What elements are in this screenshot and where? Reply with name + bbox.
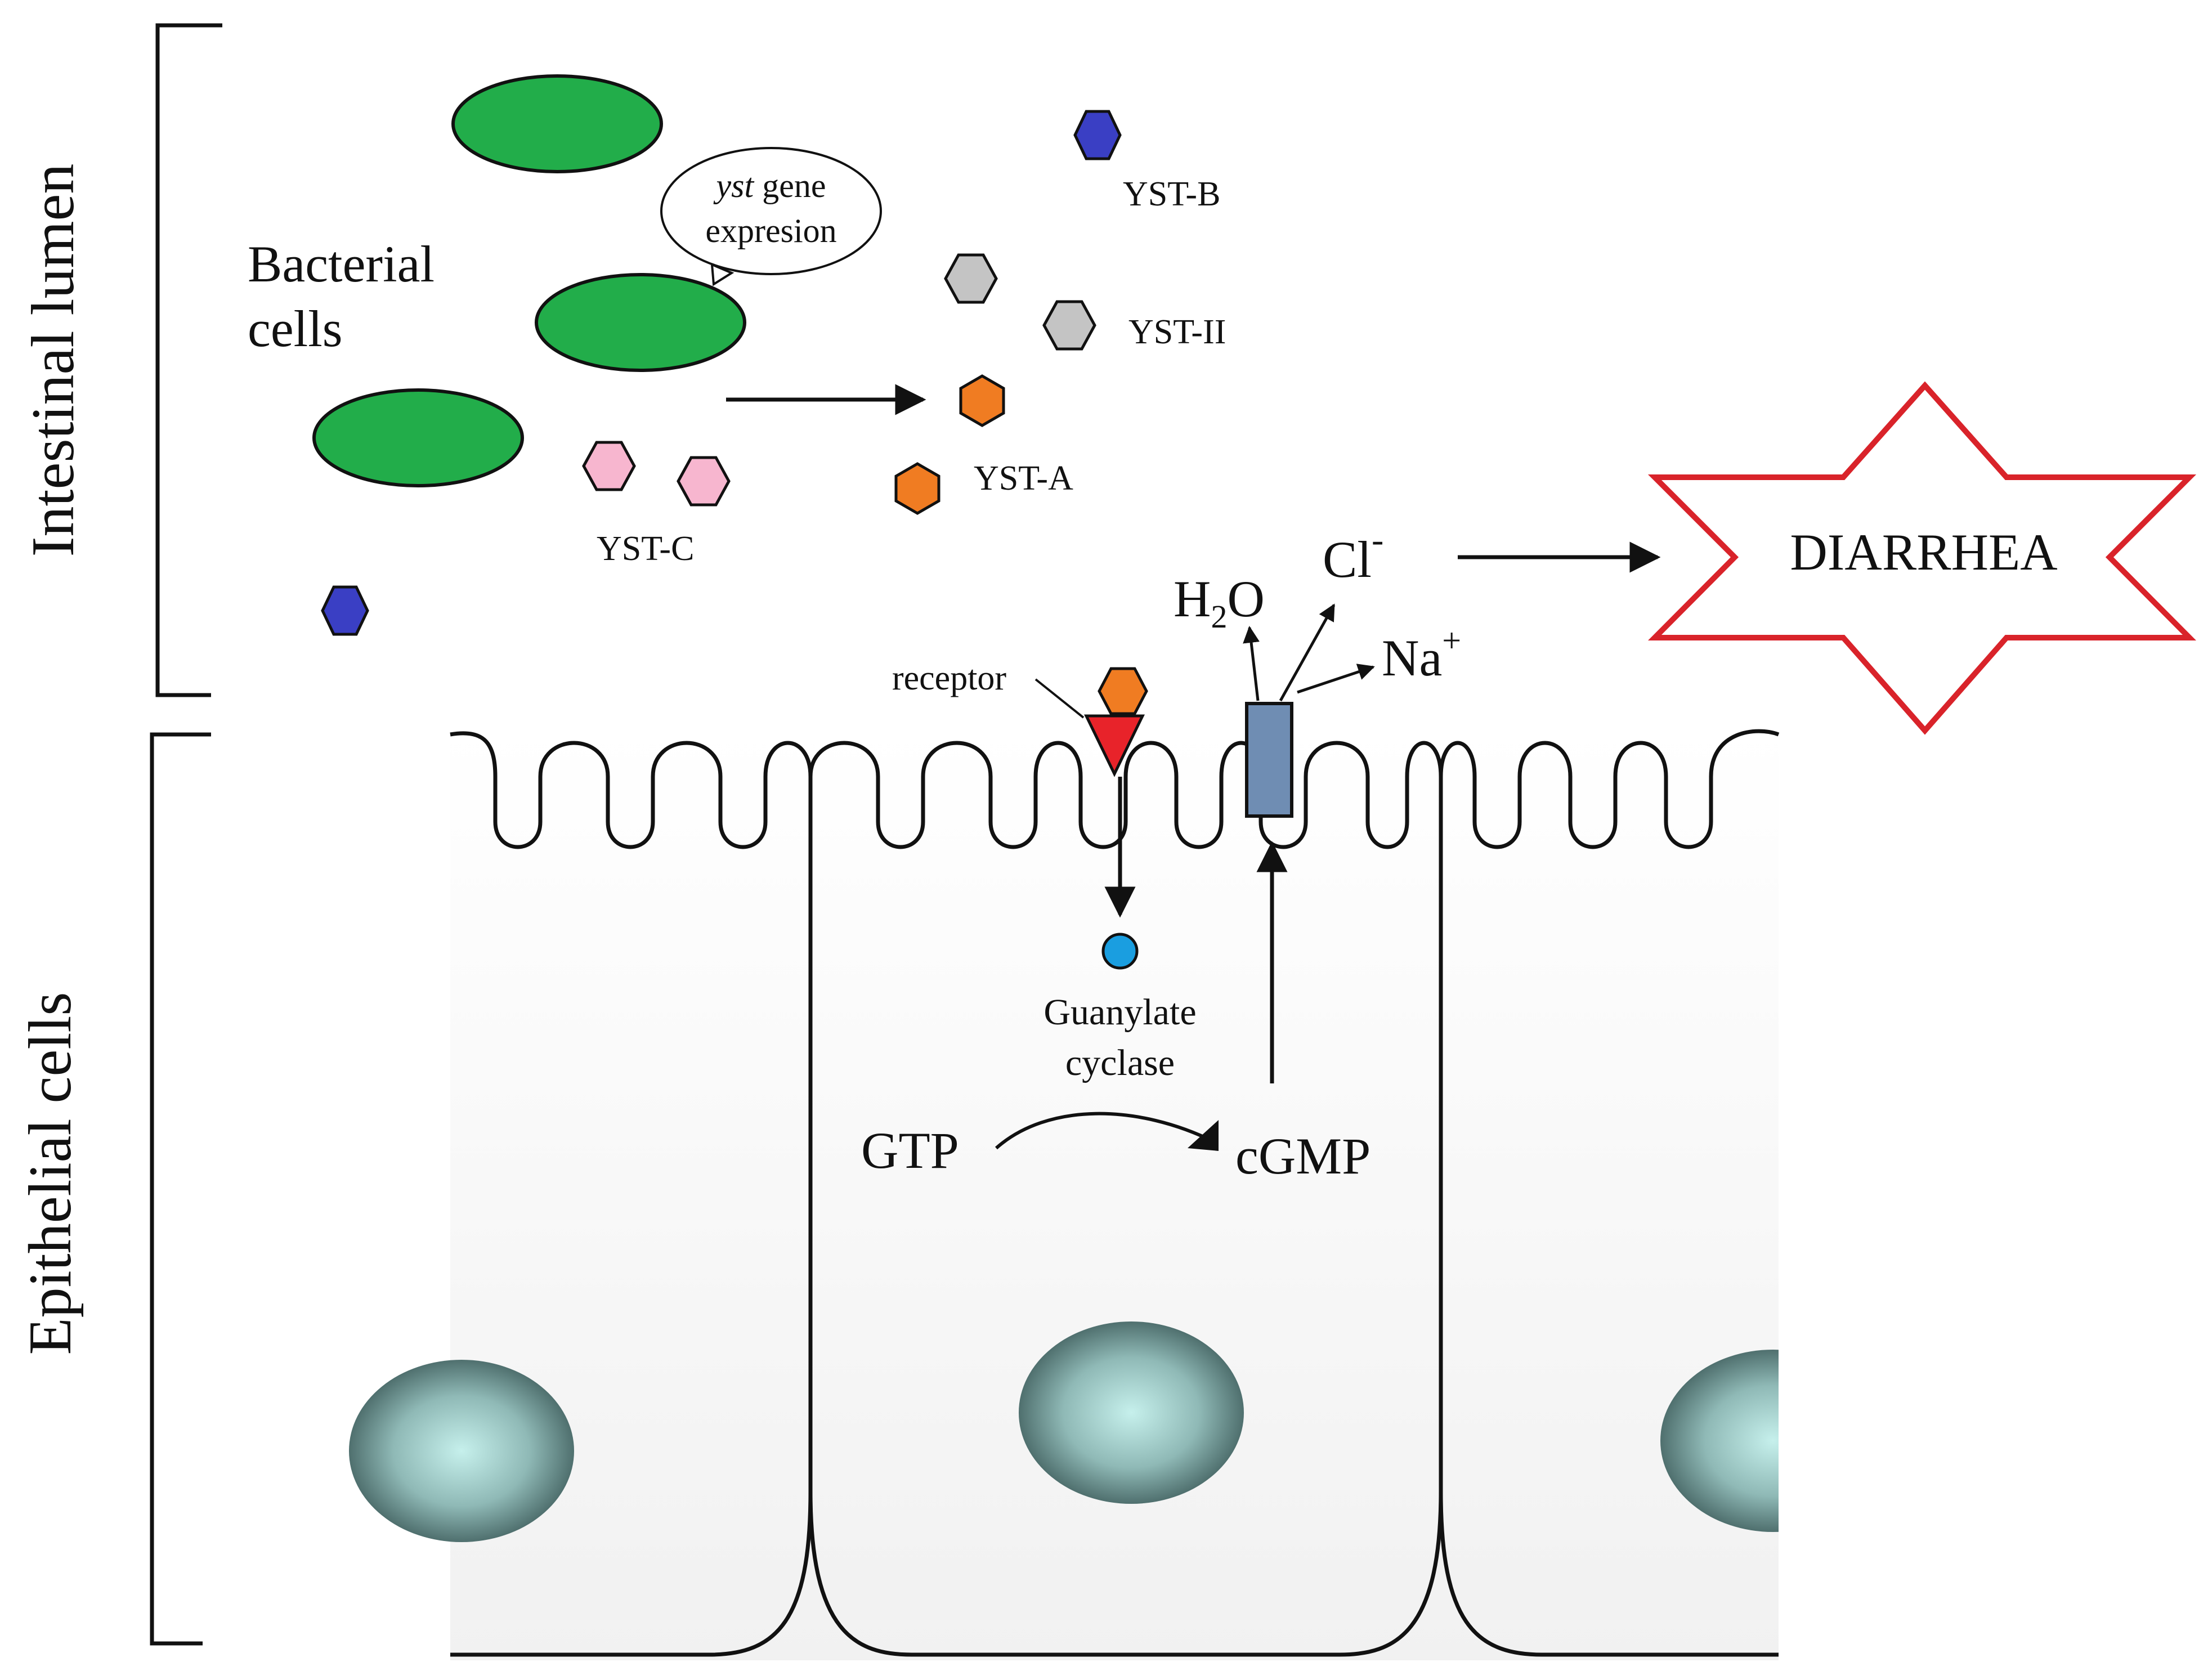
- intestinal-lumen-label: Intestinal lumen: [20, 164, 87, 557]
- diarrhea-label: DIARRHEA: [1790, 523, 2057, 581]
- receptor-pointer: [1034, 678, 1085, 719]
- cl-efflux-arrow: [1279, 603, 1336, 702]
- guanylate-label-line1: Guanylate: [1043, 992, 1196, 1033]
- yst-b-hexagon: [321, 585, 369, 636]
- expresion-text: expresion: [705, 212, 836, 249]
- svg-text:yst gene: yst gene: [713, 167, 826, 204]
- na-label: Na+: [1382, 622, 1461, 687]
- yst-ii-label: YST-II: [1128, 313, 1226, 351]
- yst-a-hexagon: [959, 374, 1005, 427]
- yst-a-hexagon: [894, 462, 940, 515]
- receptor-label: receptor: [892, 659, 1006, 697]
- yst-gene-italic: yst: [713, 167, 755, 204]
- yst-b-hexagon: [1073, 110, 1122, 160]
- gene-expression-bubble: yst gene expresion: [660, 147, 882, 286]
- central-cell-apical-membrane: [808, 741, 1443, 849]
- diarrhea-star: [1647, 381, 2197, 735]
- toxin-molecules: [321, 110, 1148, 715]
- epithelial-cell-layer: [349, 726, 1891, 1660]
- guanylate-label-line2: cyclase: [1065, 1042, 1175, 1083]
- h2o-label: H2O: [1174, 570, 1265, 635]
- yst-ii-hexagon: [1042, 300, 1096, 351]
- epithelium-bracket: [150, 732, 211, 1646]
- guanylate-cyclase: [1101, 933, 1139, 970]
- yst-c-hexagon: [582, 441, 636, 491]
- cgmp-label: cGMP: [1235, 1127, 1371, 1185]
- left-cell-membrane: [450, 1491, 813, 1657]
- receptor: [1084, 714, 1145, 777]
- cell-membrane: [450, 729, 1780, 1657]
- nucleus-center: [1019, 1321, 1244, 1504]
- gtp-arrowhead: [1188, 1120, 1219, 1151]
- yst-b-label: YST-B: [1123, 175, 1220, 213]
- yst-ii-hexagon: [944, 253, 998, 304]
- yst-c-hexagon: [677, 456, 731, 507]
- gene-word: gene: [754, 167, 826, 204]
- yst-c-label: YST-C: [597, 530, 694, 568]
- h2o-efflux-arrow: [1243, 626, 1260, 701]
- bound-yst-a-hexagon: [1098, 667, 1148, 715]
- bacterial-cell: [312, 388, 524, 487]
- nucleus-left: [349, 1360, 574, 1542]
- gtp-to-cgmp-arrow: [995, 1112, 1217, 1150]
- bacterial-cell: [535, 273, 746, 372]
- yst-a-label: YST-A: [974, 459, 1073, 498]
- bacterial-cells-label-line2: cells: [248, 300, 343, 357]
- bacterial-cell: [451, 74, 663, 173]
- na-efflux-arrow: [1297, 664, 1375, 694]
- epithelial-cells-label: Epithelial cells: [17, 992, 84, 1355]
- lumen-bracket: [155, 23, 222, 697]
- right-cell-membrane: [1439, 1491, 1779, 1657]
- ion-channel: [1245, 702, 1293, 818]
- bacterial-cells-label-line1: Bacterial: [248, 235, 435, 293]
- gtp-label: GTP: [861, 1122, 959, 1179]
- cl-label: Cl-: [1323, 519, 1383, 588]
